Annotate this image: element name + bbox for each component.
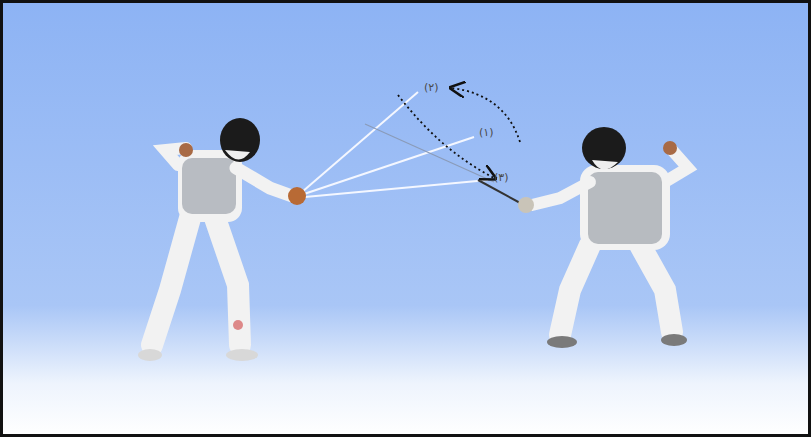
blade-positions [302,92,494,197]
callout-number: (٢) [424,82,439,93]
motion-arrow [398,95,494,178]
left-fencer [138,118,306,361]
motion-arrow [452,88,520,142]
callout-number: (٣) [494,172,509,183]
callout-number: (١) [479,127,494,138]
right-fencer [518,127,688,348]
opponent-blade [478,180,522,204]
